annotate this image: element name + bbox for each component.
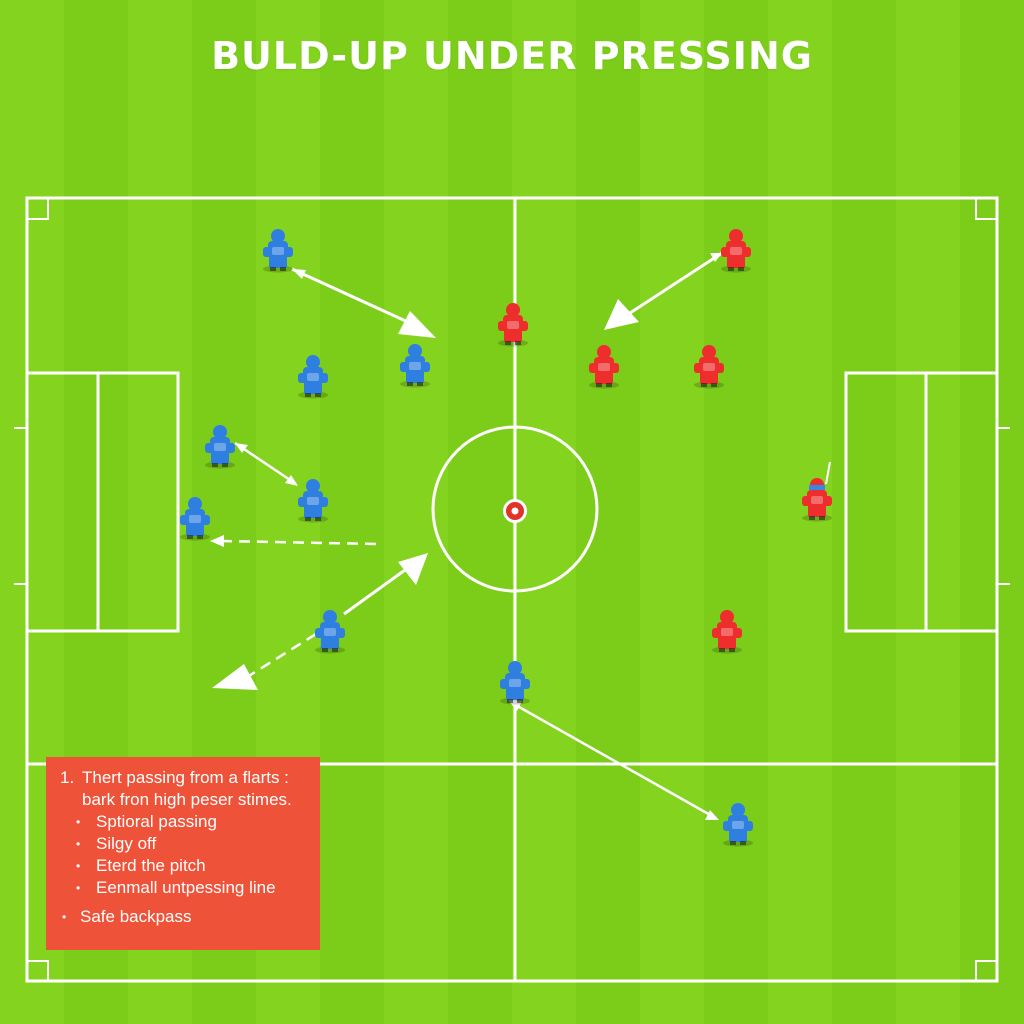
dashed-arrow-b7-back — [212, 632, 317, 690]
player-red[interactable] — [712, 610, 742, 654]
note-line-1: Thert passing from a flarts : — [82, 768, 289, 787]
list-item: • Eenmall untpessing line — [60, 877, 310, 899]
arrow-b8-b9 — [508, 700, 719, 820]
player-blue[interactable] — [298, 479, 328, 523]
note-item: Sptioral passing — [96, 812, 217, 831]
note-intro-cont: bark fron high peser stimes. — [60, 789, 310, 811]
arrow-b3-b5 — [234, 441, 298, 486]
right-goal-area — [924, 371, 999, 633]
note-number: 1. — [60, 768, 75, 787]
player-blue[interactable] — [180, 497, 210, 541]
arrow-b7-to-centre — [343, 553, 428, 616]
team-blue — [180, 229, 753, 847]
list-item: • Silgy off — [60, 833, 310, 855]
player-red-goalkeeper[interactable] — [802, 461, 832, 522]
note-line-2: bark fron high peser stimes. — [82, 790, 292, 809]
player-red[interactable] — [498, 303, 528, 347]
list-item: • Eterd the pitch — [60, 855, 310, 877]
player-blue[interactable] — [315, 610, 345, 654]
corner-marks — [27, 198, 997, 981]
bullet-icon: • — [62, 910, 67, 924]
bullet-icon: • — [76, 837, 81, 851]
player-red[interactable] — [589, 345, 619, 389]
notes-panel: 1. Thert passing from a flarts : bark fr… — [46, 757, 320, 950]
note-item: Eenmall untpessing line — [96, 878, 276, 897]
note-item: Eterd the pitch — [96, 856, 206, 875]
player-blue[interactable] — [298, 355, 328, 399]
side-ticks — [14, 427, 1010, 585]
note-intro: 1. Thert passing from a flarts : — [60, 767, 310, 789]
list-item: • Safe backpass — [60, 906, 310, 928]
note-last-item: Safe backpass — [80, 907, 192, 926]
note-item: Silgy off — [96, 834, 157, 853]
player-blue[interactable] — [500, 661, 530, 705]
dashed-backpass-arrow — [210, 535, 377, 547]
arrow-b1-to-b4 — [291, 267, 436, 338]
pass-arrows — [210, 251, 723, 820]
player-blue[interactable] — [723, 803, 753, 847]
player-blue[interactable] — [400, 344, 430, 388]
bullet-icon: • — [76, 881, 81, 895]
player-blue[interactable] — [263, 229, 293, 273]
diagram-title: BULD-UP UNDER PRESSING — [211, 34, 813, 78]
arrow-r1-to-r3 — [604, 251, 723, 330]
ball[interactable] — [503, 499, 527, 523]
bullet-icon: • — [76, 859, 81, 873]
bullet-icon: • — [76, 815, 81, 829]
right-penalty-area — [844, 371, 999, 633]
left-penalty-area — [25, 371, 180, 633]
player-red[interactable] — [721, 229, 751, 273]
list-item: • Sptioral passing — [60, 811, 310, 833]
player-blue[interactable] — [205, 425, 235, 469]
player-red[interactable] — [694, 345, 724, 389]
left-goal-area — [25, 371, 100, 633]
centre-circle — [431, 425, 599, 593]
